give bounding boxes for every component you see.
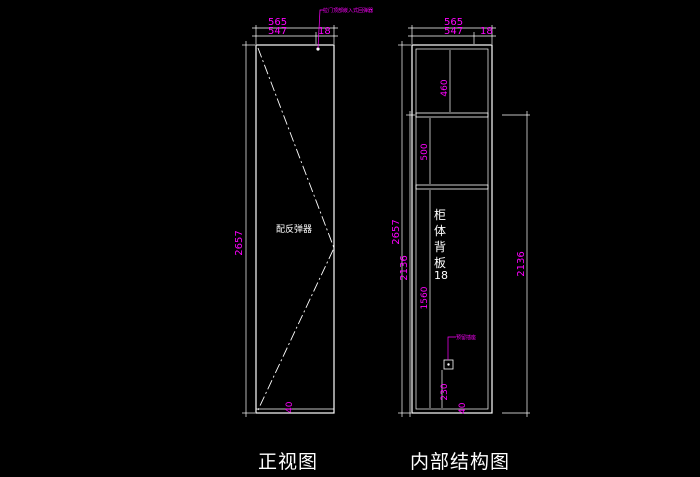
front-callout-leader bbox=[317, 9, 324, 49]
front-callout-note: 拉门顶部嵌入式回弹器 bbox=[323, 7, 373, 14]
socket-box bbox=[443, 359, 454, 370]
right-dim-height: 2136 bbox=[516, 251, 527, 276]
internal-carcass-inner bbox=[415, 48, 489, 410]
front-dim-inner-width: 547 bbox=[268, 26, 287, 37]
internal-dim-top-compartment: 460 bbox=[440, 79, 450, 96]
internal-carcass-outer bbox=[411, 44, 493, 414]
front-dim-bottom: 40 bbox=[285, 401, 295, 413]
front-door-outline bbox=[255, 44, 335, 414]
back-panel-char-2: 体 bbox=[434, 224, 446, 238]
internal-dim-socket-height: 230 bbox=[440, 383, 450, 400]
internal-dim-inner-height: 2136 bbox=[399, 255, 410, 280]
internal-dim-overall-height: 2657 bbox=[391, 219, 402, 244]
front-dim-gap: 18 bbox=[318, 26, 331, 37]
internal-view: 565 547 18 460 500 1560 2657 2136 柜 体 背 … bbox=[391, 17, 530, 417]
socket-callout-leader bbox=[447, 336, 456, 360]
internal-dim-middle-compartment: 500 bbox=[420, 143, 430, 160]
back-panel-thickness: 18 bbox=[434, 269, 448, 282]
internal-dim-gap: 18 bbox=[480, 26, 493, 37]
front-center-label: 配反弹器 bbox=[276, 223, 312, 235]
front-dim-height: 2657 bbox=[234, 230, 245, 255]
back-panel-char-4: 板 bbox=[434, 256, 446, 270]
back-panel-char-1: 柜 bbox=[434, 208, 446, 222]
front-door-opening-lines bbox=[257, 47, 335, 411]
socket-icon bbox=[447, 363, 450, 366]
internal-shelf-2 bbox=[415, 184, 489, 190]
socket-note: 预留插座 bbox=[456, 334, 476, 341]
front-view: 565 547 18 拉门顶部嵌入式回弹器 2657 40 配反弹器 bbox=[234, 7, 373, 417]
front-view-caption: 正视图 bbox=[258, 451, 319, 473]
back-panel-char-3: 背 bbox=[434, 240, 446, 254]
internal-dim-overall-width: 565 bbox=[444, 17, 463, 28]
internal-dim-bottom: 40 bbox=[458, 402, 468, 414]
internal-view-caption: 内部结构图 bbox=[410, 451, 511, 473]
internal-dim-inner-width: 547 bbox=[444, 26, 463, 37]
front-dim-overall-width: 565 bbox=[268, 17, 287, 28]
rebound-marker bbox=[316, 47, 320, 51]
internal-shelf-1 bbox=[415, 112, 489, 118]
internal-dim-lower-compartment: 1560 bbox=[420, 286, 430, 309]
